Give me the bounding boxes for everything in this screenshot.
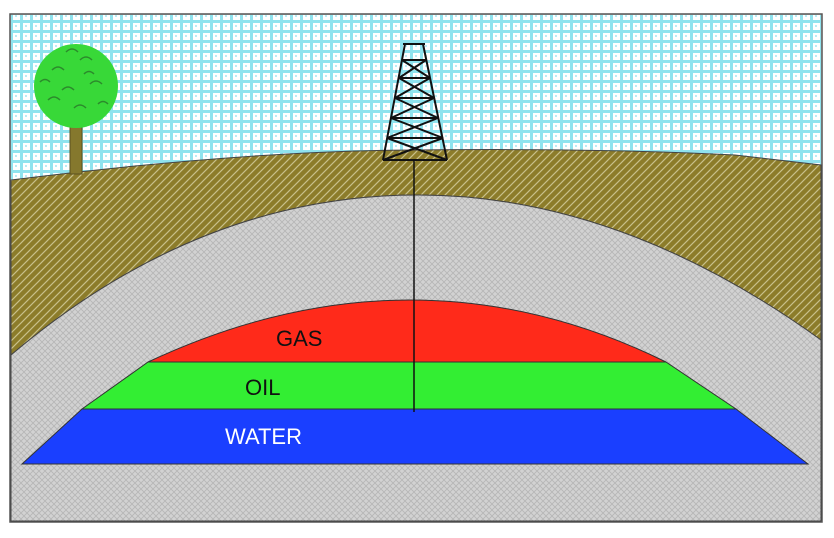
tree-foliage — [34, 44, 118, 128]
oil-layer — [80, 361, 738, 410]
water-layer — [20, 408, 810, 465]
oil-label: OIL — [245, 375, 280, 400]
gas-label: GAS — [276, 326, 322, 351]
tree-icon — [34, 44, 118, 175]
oil-derrick-icon — [382, 43, 448, 161]
gas-layer — [147, 299, 667, 363]
water-label: WATER — [225, 424, 302, 449]
